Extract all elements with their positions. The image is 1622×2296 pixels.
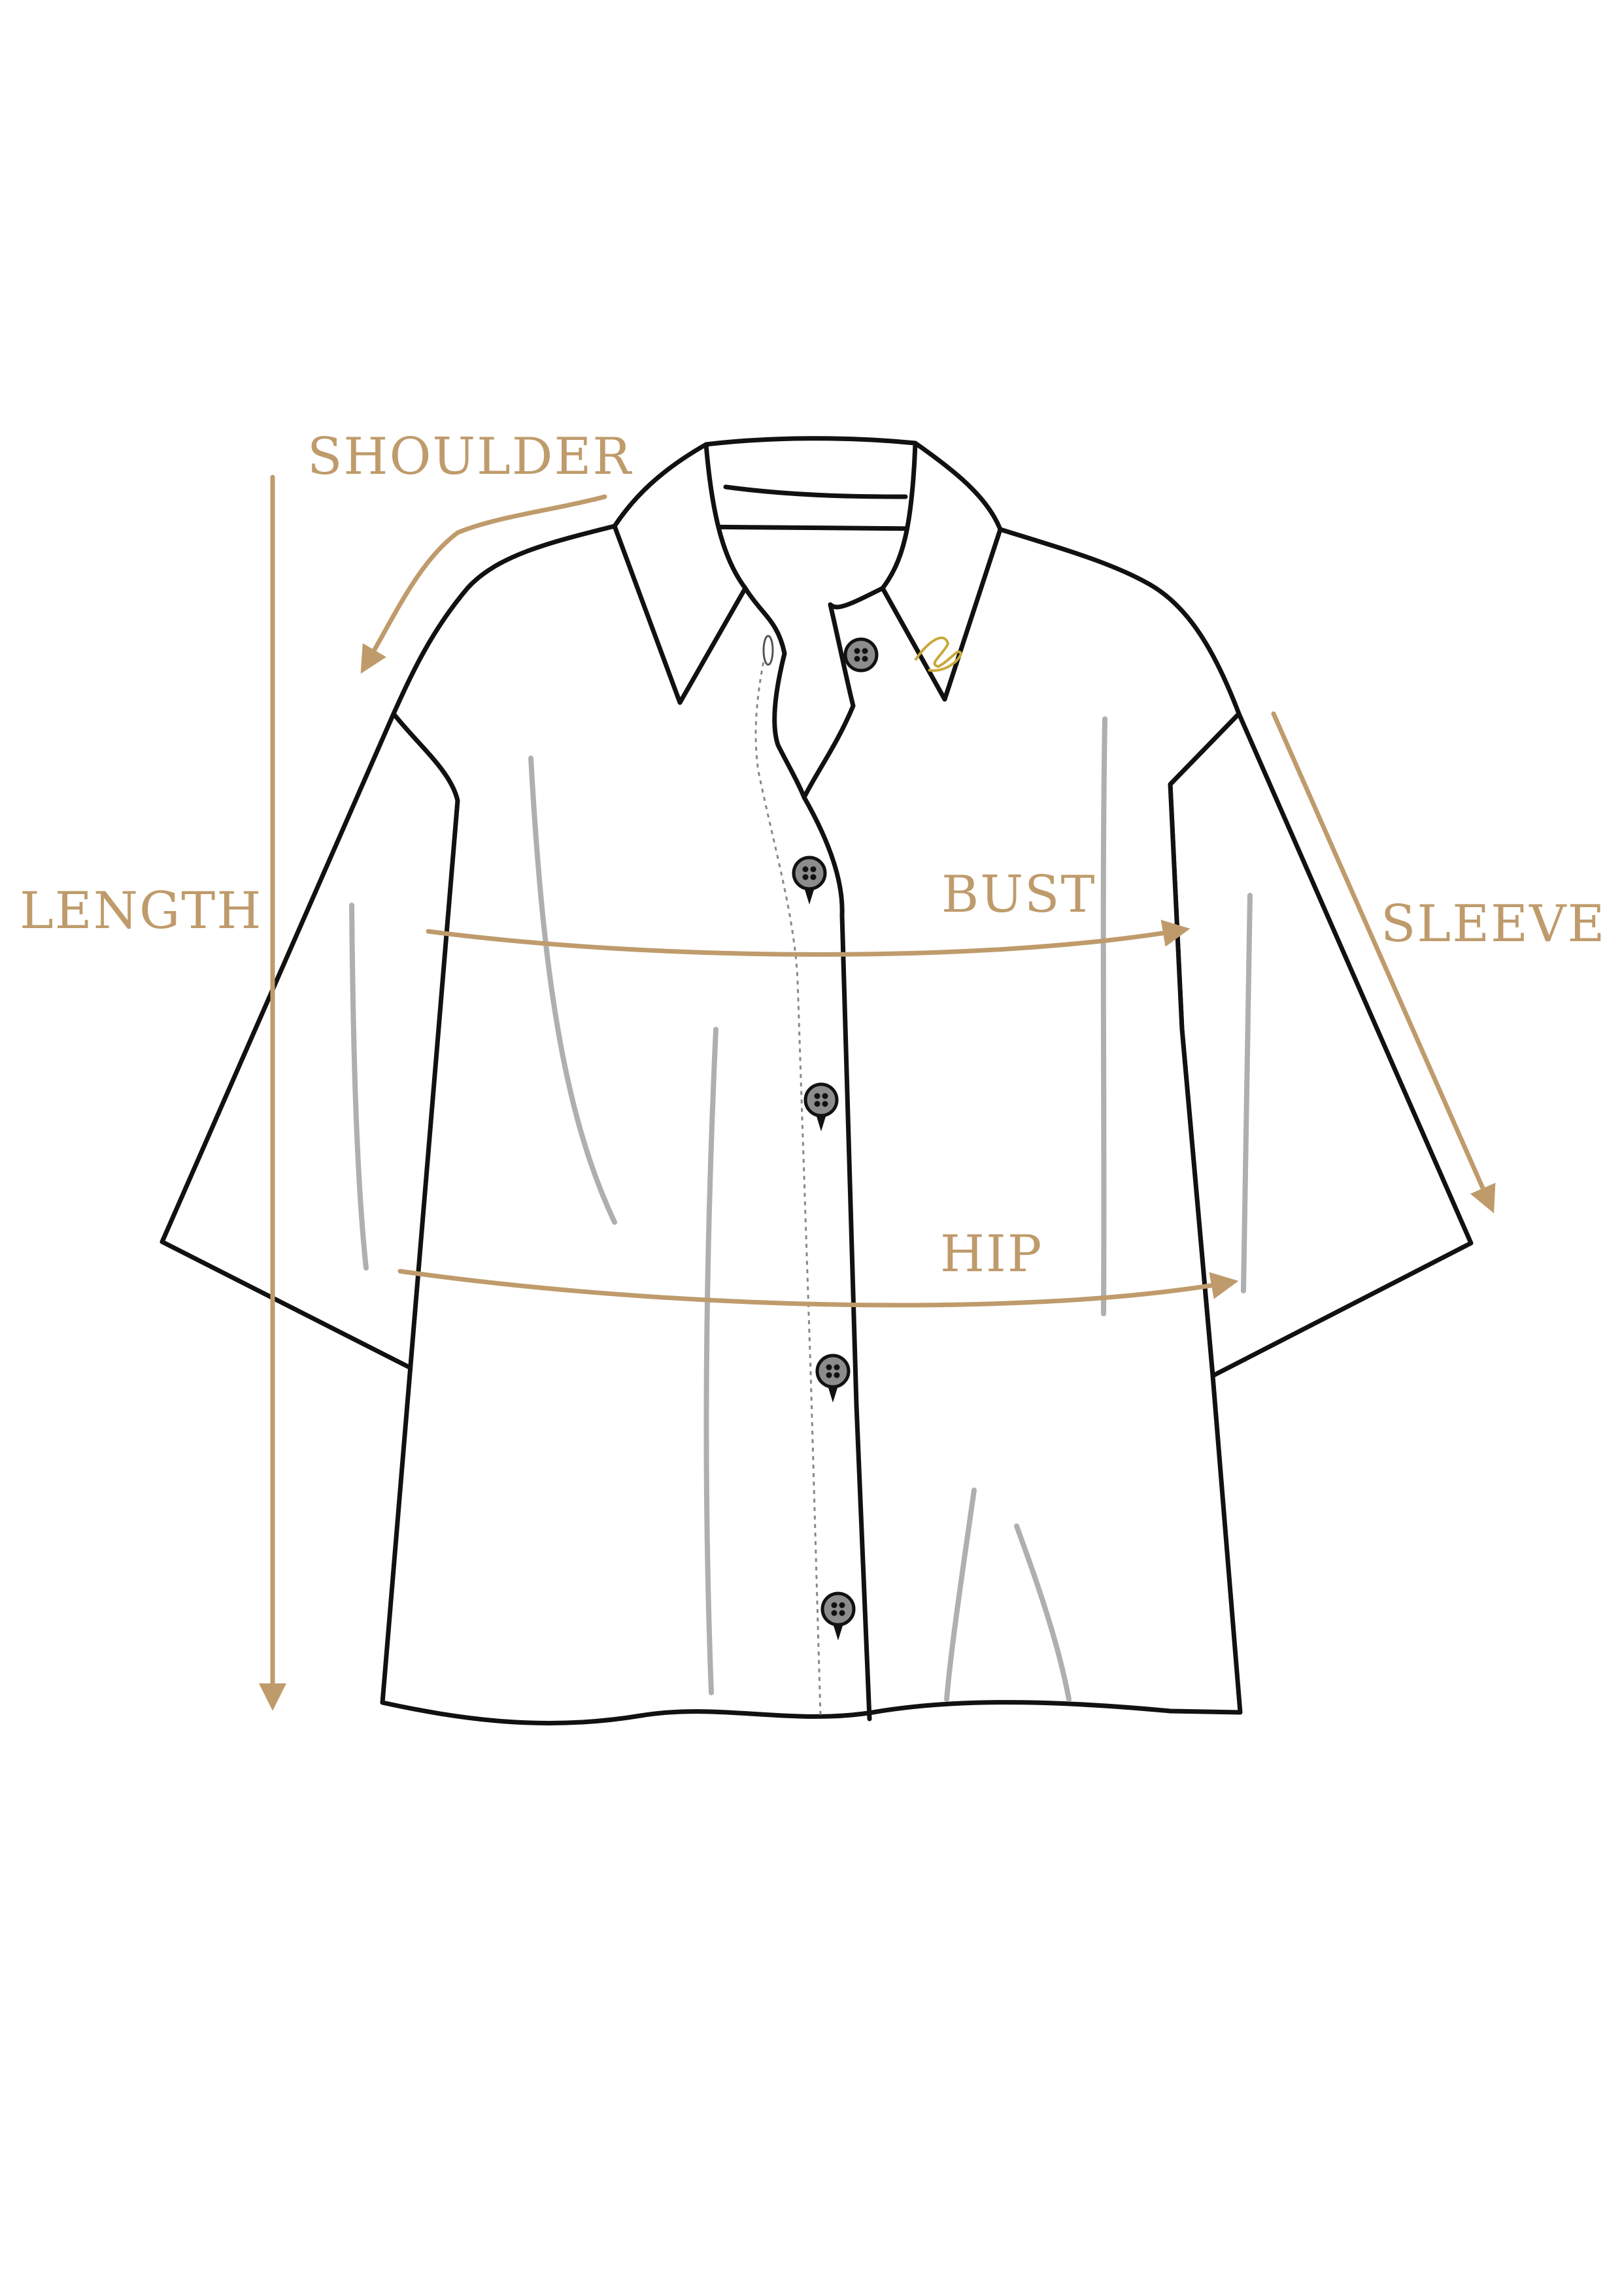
shoulder-measure-line [360, 494, 607, 674]
collar-buttonhole [762, 635, 774, 666]
shirt-button-icon [815, 1354, 851, 1403]
collar-top-band [703, 436, 918, 447]
sleeve-label: SLEEVE [1381, 895, 1606, 954]
fabric-folds [349, 716, 1253, 1702]
hip-label: HIP [940, 1225, 1043, 1284]
hip-measure-line [397, 1269, 1239, 1308]
button-placket [802, 795, 872, 1722]
sleeve-measure-line [1271, 711, 1496, 1214]
placket-stitching [754, 637, 822, 1716]
bust-label: BUST [941, 865, 1096, 924]
neckline-left [743, 586, 807, 800]
shirt-button-icon [792, 856, 827, 905]
shirt-body [380, 524, 1243, 1725]
length-label: LENGTH [20, 882, 262, 940]
shirt-buttons [792, 637, 879, 1640]
shirt-button-icon [843, 637, 879, 673]
collar-embroidery [914, 636, 963, 672]
bust-measure-line [426, 920, 1191, 957]
measurement-labels: SHOULDER LENGTH BUST SLEEVE HIP [20, 427, 1606, 1284]
shirt-button-icon [803, 1082, 839, 1131]
shirt-button-icon [820, 1591, 856, 1640]
measurement-lines [259, 474, 1496, 1711]
shoulder-label: SHOULDER [307, 427, 632, 486]
shirt [160, 436, 1474, 1725]
right-sleeve [1168, 711, 1474, 1378]
neckline-right [802, 586, 885, 800]
inner-collar-band [723, 484, 908, 499]
